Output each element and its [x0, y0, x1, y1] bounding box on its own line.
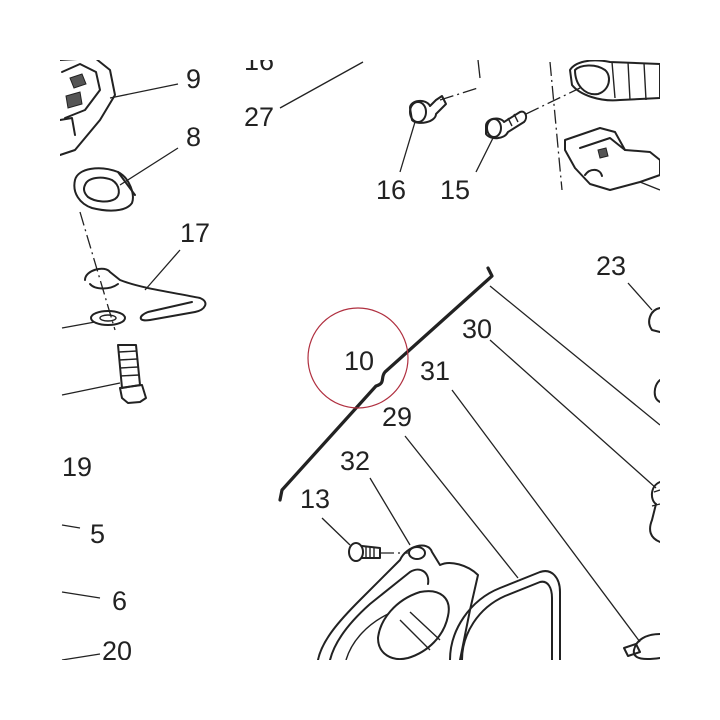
fitting-right-31	[623, 633, 661, 660]
label-23: 23	[596, 251, 626, 281]
part-16-bolt	[409, 95, 447, 124]
fitting-right-30	[649, 481, 661, 543]
label-27: 27	[244, 102, 274, 132]
washer	[90, 310, 126, 326]
highlight-circle	[307, 307, 409, 409]
part-10-group-bracket	[278, 266, 494, 502]
label-9: 9	[186, 64, 201, 94]
crop-mask-left	[0, 0, 60, 720]
label-15: 15	[440, 175, 470, 205]
label-32: 32	[340, 446, 370, 476]
part-15-screw	[485, 110, 528, 140]
label-6: 6	[112, 586, 127, 616]
part-17-wire-clip	[84, 267, 207, 322]
label-17: 17	[180, 218, 210, 248]
label-5: 5	[90, 519, 105, 549]
crop-mask-bottom	[0, 660, 720, 720]
part-29-gasket	[449, 570, 561, 661]
crop-mask-right	[660, 0, 720, 720]
crop-mask-top	[0, 0, 720, 60]
label-19: 19	[62, 452, 92, 482]
part-23-edge	[648, 307, 661, 333]
label-8: 8	[186, 122, 201, 152]
label-29: 29	[382, 402, 412, 432]
part-edge-right	[653, 379, 661, 403]
label-10: 10	[344, 346, 374, 376]
bolt-left	[117, 344, 147, 404]
label-13: 13	[300, 484, 330, 514]
label-30: 30	[462, 314, 492, 344]
label-31: 31	[420, 356, 450, 386]
part-32-housing	[317, 544, 479, 661]
part-8-grommet	[73, 167, 136, 212]
label-16: 16	[376, 175, 406, 205]
